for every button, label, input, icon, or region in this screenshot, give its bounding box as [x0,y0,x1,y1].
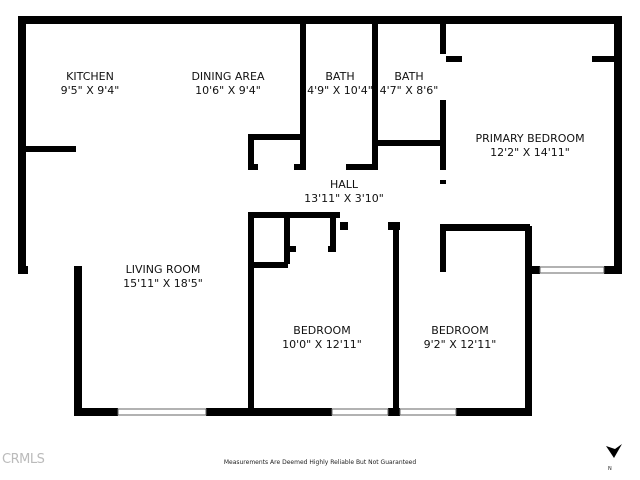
room-name: BATH [325,70,355,83]
walls [18,16,622,416]
window [539,266,605,274]
room-size: 10'0" X 12'11" [282,338,362,351]
room-size: 13'11" X 3'10" [304,192,384,205]
crmls-logo: CRMLS [2,452,45,467]
room-name: KITCHEN [66,70,114,83]
room-name: BEDROOM [293,324,351,337]
room-size: 9'2" X 12'11" [423,338,497,351]
room-name: BATH [394,70,424,83]
room-size: 4'9" X 10'4" [307,84,373,97]
room-size: 9'5" X 9'4" [60,84,120,97]
room-name: LIVING ROOM [125,263,201,276]
room-size: 12'2" X 14'11" [490,146,570,159]
window [399,408,457,416]
room-size: 10'6" X 9'4" [195,84,261,97]
room-size: 4'7" X 8'6" [379,84,439,97]
room-name: DINING AREA [191,70,265,83]
room-name: HALL [329,178,359,191]
disclaimer: Measurements Are Deemed Highly Reliable … [223,459,417,466]
room-size: 15'11" X 18'5" [123,277,203,290]
windows [117,266,605,416]
window [117,408,207,416]
compass-label: N [608,466,612,472]
room-name: BEDROOM [431,324,489,337]
compass-arrow-icon [606,444,622,458]
window [331,408,389,416]
room-name: PRIMARY BEDROOM [475,132,585,145]
